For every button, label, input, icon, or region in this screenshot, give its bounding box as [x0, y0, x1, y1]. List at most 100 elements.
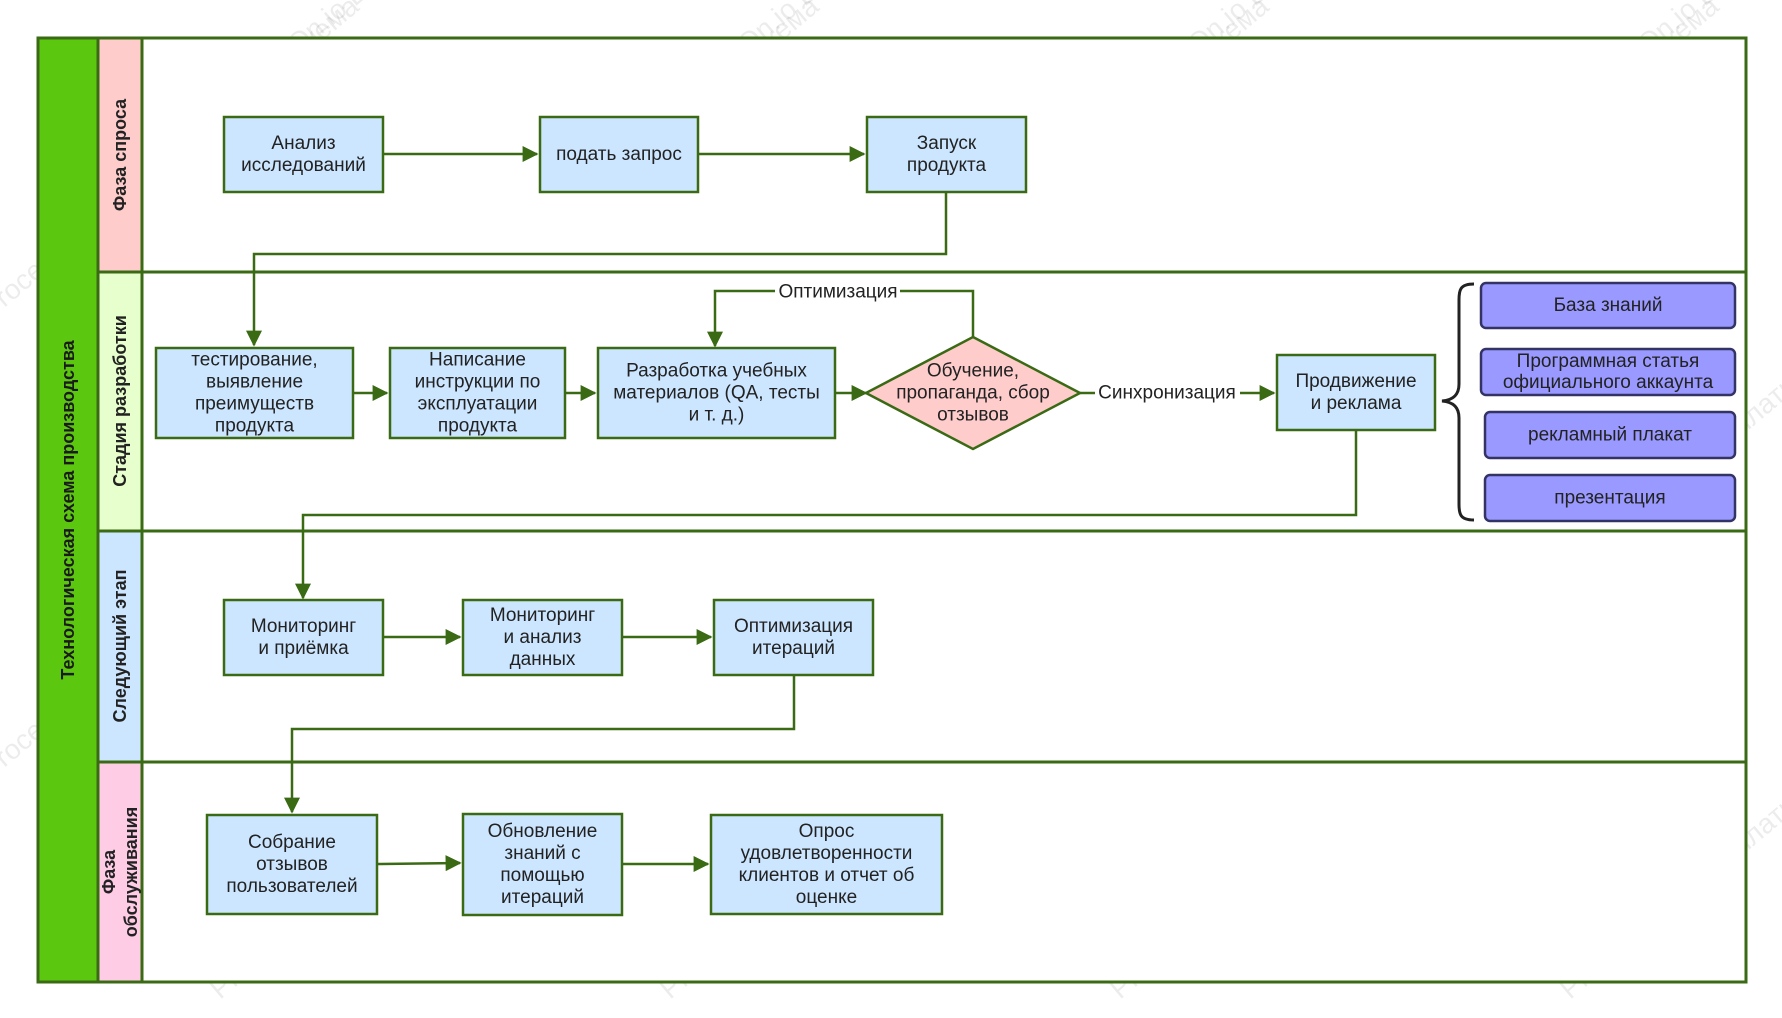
- node-testing[interactable]: [154, 346, 355, 440]
- node-knowledge-update-text-line: помощью: [500, 865, 584, 886]
- lane-demand-header: [96, 36, 144, 274]
- resource-article-text-line: Программная статья: [1517, 351, 1700, 372]
- node-promotion-text-line: и реклама: [1311, 393, 1402, 414]
- node-testing-text-line: продукта: [215, 416, 295, 437]
- pool-header: [36, 36, 100, 984]
- node-monitoring-analysis-text-line: Мониторинг: [490, 605, 595, 626]
- decision-training-text-line: пропаганда, сбор: [896, 383, 1050, 404]
- node-analysis-text-line: исследований: [241, 155, 366, 176]
- node-iteration-text-line: итераций: [752, 638, 835, 659]
- node-manual-text-line: Написание: [429, 350, 526, 371]
- resource-article[interactable]: [1479, 347, 1737, 397]
- lane-dev-title: Стадия разработки: [110, 315, 130, 487]
- resource-poster[interactable]: [1483, 410, 1737, 460]
- node-promotion-text-line: Продвижение: [1295, 371, 1416, 392]
- node-manual-text-line: инструкции по: [415, 372, 541, 393]
- node-materials-text-line: и т. д.): [689, 405, 745, 426]
- node-launch-text-line: продукта: [907, 155, 987, 176]
- lane-dev-header: [96, 270, 144, 533]
- node-survey-text-line: удовлетворенности: [741, 843, 913, 864]
- resource-presentation-text-line: презентация: [1554, 488, 1665, 509]
- node-knowledge-update-text-line: знаний с: [504, 843, 580, 864]
- node-knowledge-update[interactable]: [461, 812, 624, 917]
- decision-training-text-line: отзывов: [937, 405, 1009, 426]
- resource-article-text-line: официального аккаунта: [1503, 372, 1714, 393]
- node-request-text-line: подать запрос: [556, 144, 682, 165]
- resource-kb[interactable]: [1479, 281, 1737, 330]
- node-request[interactable]: [538, 115, 700, 194]
- node-testing-text-line: преимуществ: [195, 394, 314, 415]
- node-survey-text-line: оценке: [796, 887, 857, 908]
- node-request-text: подать запрос: [556, 144, 682, 165]
- node-feedback-text-line: Собрание: [248, 832, 336, 853]
- node-survey-text-line: Опрос: [799, 821, 855, 842]
- decision-training-text-line: Обучение,: [927, 361, 1019, 382]
- node-testing-text: тестирование,выявлениепреимуществпродукт…: [191, 350, 317, 437]
- node-materials-text-line: Разработка учебных: [626, 361, 807, 382]
- node-analysis-text-line: Анализ: [271, 133, 335, 154]
- node-survey-text-line: клиентов и отчет об: [739, 865, 915, 886]
- node-testing-text-line: тестирование,: [191, 350, 317, 371]
- node-promotion[interactable]: [1275, 353, 1437, 432]
- edge-label-optimization: Оптимизация: [778, 282, 897, 303]
- lane-next-title: Следующий этап: [110, 570, 130, 723]
- node-monitoring-text-line: и приёмка: [258, 638, 349, 659]
- resource-poster-text: рекламный плакат: [1528, 425, 1692, 446]
- pool-title: Технологическая схема производства: [58, 339, 78, 679]
- node-monitoring-analysis-text-line: и анализ: [504, 627, 582, 648]
- node-knowledge-update-text-line: Обновление: [488, 821, 598, 842]
- lane-service-header: [96, 760, 144, 984]
- resource-brace: [1441, 282, 1475, 522]
- lane-next-title-line: Следующий этап: [110, 570, 130, 723]
- edge-label-sync: Синхронизация: [1098, 383, 1236, 404]
- node-manual-text-line: продукта: [438, 416, 518, 437]
- node-feedback-text-line: отзывов: [256, 854, 328, 875]
- lane-service-title-line: Фаза: [99, 849, 119, 894]
- resource-kb-text-line: База знаний: [1554, 295, 1663, 316]
- node-testing-text-line: выявление: [206, 372, 303, 393]
- lane-demand-title-line: Фаза спроса: [110, 98, 130, 211]
- resource-presentation-text: презентация: [1554, 488, 1665, 509]
- node-monitoring[interactable]: [222, 598, 385, 677]
- edge-feedback-update: [376, 855, 462, 872]
- node-monitoring-analysis-text-line: данных: [510, 649, 576, 670]
- node-monitoring-text-line: Мониторинг: [251, 616, 356, 637]
- lane-next-header: [96, 529, 144, 764]
- node-iteration-text-line: Оптимизация: [734, 616, 853, 637]
- node-feedback-text-line: пользователей: [226, 876, 357, 897]
- edge-label-optimization-bg: [775, 280, 900, 304]
- node-monitoring-analysis[interactable]: [461, 598, 624, 677]
- node-launch-text-line: Запуск: [917, 133, 977, 154]
- node-analysis[interactable]: [222, 115, 385, 194]
- node-materials[interactable]: [596, 346, 837, 440]
- node-manual[interactable]: [388, 346, 567, 440]
- edge-promotion-monitoring: [295, 431, 1358, 600]
- decision-training[interactable]: [863, 335, 1083, 451]
- node-feedback[interactable]: [205, 813, 379, 916]
- edge-iteration-feedback: [284, 675, 796, 814]
- node-iteration[interactable]: [712, 598, 875, 677]
- lane-demand-title: Фаза спроса: [110, 98, 130, 211]
- resource-presentation[interactable]: [1483, 473, 1737, 523]
- node-launch[interactable]: [865, 115, 1028, 194]
- resource-poster-text-line: рекламный плакат: [1528, 425, 1692, 446]
- node-survey[interactable]: [709, 813, 944, 916]
- edge-launch-testing: [246, 192, 948, 347]
- node-manual-text-line: эксплуатации: [418, 394, 538, 415]
- lane-dev-title-line: Стадия разработки: [110, 315, 130, 487]
